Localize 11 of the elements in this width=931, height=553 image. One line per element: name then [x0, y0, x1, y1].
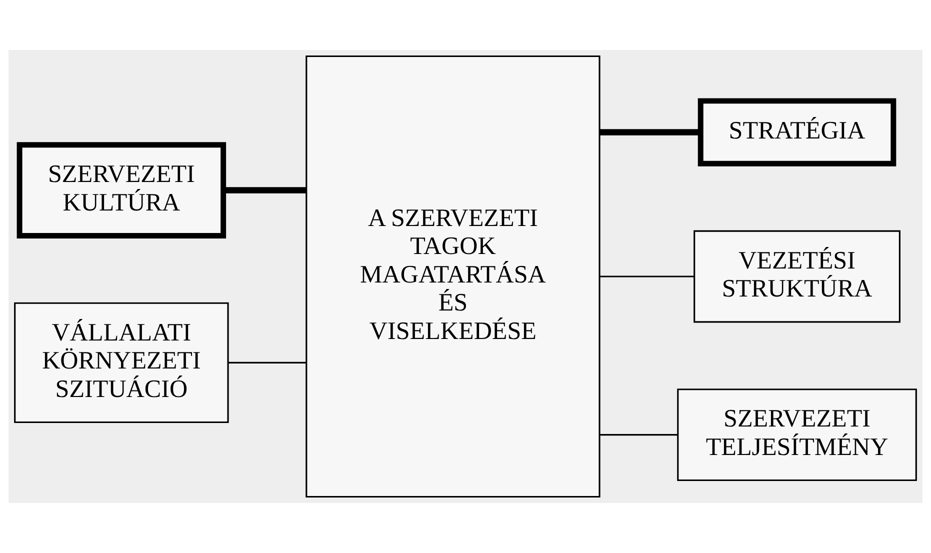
node-box: SZERVEZETI TELJESÍTMÉNY: [677, 388, 917, 482]
node-box: VEZETÉSI STRUKTÚRA: [694, 230, 900, 323]
connector: [600, 129, 700, 136]
connector: [600, 434, 678, 436]
node-box: STRATÉGIA: [698, 98, 896, 166]
connector: [600, 276, 694, 278]
connector: [228, 362, 306, 364]
connector: [224, 187, 306, 194]
node-box: VÁLLALATI KÖRNYEZETI SZITUÁCIÓ: [14, 302, 229, 424]
node-box: A SZERVEZETI TAGOK MAGATARTÁSA ÉS VISELKEDÉSE: [306, 55, 600, 498]
node-box: SZERVEZETI KULTÚRA: [16, 142, 226, 238]
